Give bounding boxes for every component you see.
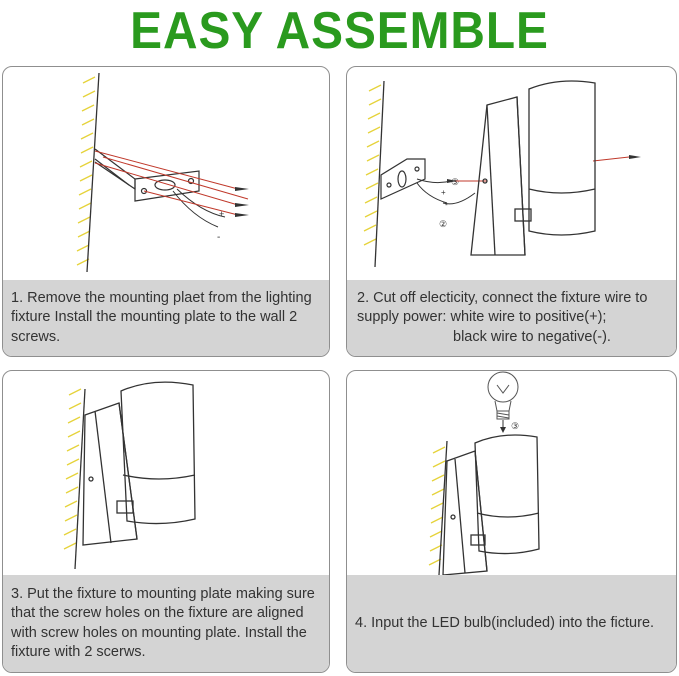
alignment-arrows: [94, 150, 249, 216]
wall-line: [74, 388, 86, 570]
caption-line: 2. Cut off electicity, connect the fixtu…: [357, 289, 648, 306]
callout-3: ③: [451, 177, 459, 187]
step-1-illustration: + -: [76, 72, 249, 273]
caption-line: supply power: white wire to positive(+);: [357, 309, 607, 326]
screws: [447, 155, 641, 183]
caption-line: fixture Install the mounting plate to th…: [11, 309, 298, 326]
caption-line: 3. Put the fixture to mounting plate mak…: [11, 585, 315, 602]
wall-hatching: [363, 84, 382, 246]
wires: [172, 188, 226, 228]
wall-hatching: [76, 76, 96, 266]
fixture-backplate: [442, 450, 488, 576]
fixture-backplate: [470, 96, 526, 256]
step-3-illustration: [63, 381, 196, 570]
callout-2: ②: [439, 219, 447, 229]
arrow-head: [500, 427, 506, 433]
wall-line: [374, 80, 385, 268]
plus-label: +: [441, 188, 446, 197]
step-3-caption: 3. Put the fixture to mounting plate mak…: [3, 575, 329, 672]
step-4-panel: ③ 4. Input the LED bulb(included) into t…: [346, 370, 677, 673]
caption-line: 1. Remove the mounting plaet from the li…: [11, 289, 312, 306]
wall-hatching: [63, 388, 82, 550]
step-4-caption: 4. Input the LED bulb(included) into the…: [347, 575, 676, 672]
step-4-illustration: ③: [428, 371, 540, 576]
caption-line: screws.: [11, 328, 61, 345]
caption-line: 4. Input the LED bulb(included) into the…: [355, 614, 655, 631]
caption-line: black wire to negative(-).: [453, 328, 611, 345]
fixture-cylinder: [116, 381, 196, 525]
caption-line: that the screw holes on the fixture are …: [11, 605, 304, 621]
minus-label: -: [217, 232, 220, 243]
plus-label: +: [219, 209, 224, 219]
mounting-plate: [94, 148, 200, 202]
minus-label: -: [445, 200, 448, 209]
page-title: EASY ASSEMBLE: [130, 2, 549, 60]
step-2-panel: ③ ② + - 2. Cut off electicity, connect t…: [346, 66, 677, 357]
fixture-backplate: [82, 402, 138, 546]
step-3-panel: 3. Put the fixture to mounting plate mak…: [2, 370, 330, 673]
step-2-caption: 2. Cut off electicity, connect the fixtu…: [347, 280, 676, 356]
alignment-arrows: [451, 156, 630, 182]
caption-line: with screw holes on mounting plate. Inst…: [11, 624, 307, 641]
step-2-illustration: ③ ② + -: [363, 80, 641, 268]
fixture-cylinder: [470, 434, 540, 555]
wall-line: [438, 440, 448, 576]
screws: [235, 187, 249, 217]
wall-line: [86, 72, 100, 273]
led-bulb-icon: [487, 371, 519, 420]
mounting-plate: [380, 158, 426, 200]
caption-line: fixture with 2 scerws.: [11, 644, 146, 660]
wall-hatching: [428, 446, 446, 566]
fixture-cylinder: [514, 80, 596, 236]
step-1-panel: + - 1. Remove the mounting plaet from th…: [2, 66, 330, 357]
step-1-caption: 1. Remove the mounting plaet from the li…: [3, 280, 329, 356]
callout-3: ③: [511, 421, 519, 431]
